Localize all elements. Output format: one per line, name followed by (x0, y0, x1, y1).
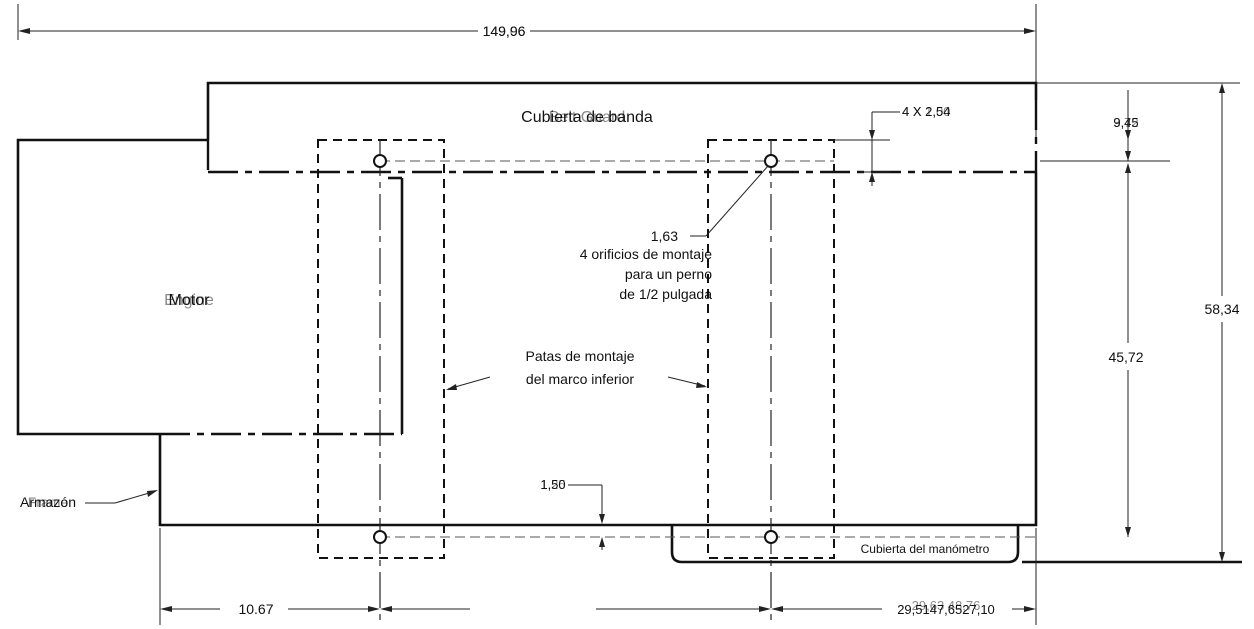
holes-dimension-label: 4 X 2,54 (902, 104, 950, 119)
bottom-dimensions (159, 528, 1037, 625)
belt-guard-ghost-label: Belt Guard (549, 109, 625, 126)
frame-ghost-label: Frame (28, 494, 69, 510)
bottom-offset-label: 1,50 (540, 477, 565, 492)
motor-label: Motor (169, 292, 211, 309)
mounting-hole-bottom-left (373, 530, 387, 544)
inner-height-label: 45,72 (1108, 349, 1143, 365)
holes-dimension-ghost-label: 4 X 1,00 (902, 104, 950, 119)
hole-note-line2: para un perno (625, 266, 712, 282)
mounting-hole-top-right (764, 154, 778, 168)
legs-note-leaders (446, 376, 707, 390)
mounting-hole-top-left (373, 154, 387, 168)
legs-note-line2: del marco inferior (526, 371, 634, 387)
overall-height-dimension (1022, 83, 1242, 564)
bottom-right-dims-label: 29,5147,6527,10 (897, 602, 995, 617)
overall-width-ghost-label: 149,06 (483, 23, 526, 39)
hole-note-line1: 4 orificios de montaje (580, 246, 713, 262)
frame-outline (158, 172, 1038, 527)
inner-height-dimension (1125, 163, 1131, 537)
frame-label: Armazón (20, 494, 76, 510)
hole-diameter-label: 1,63 (651, 228, 678, 244)
left-offset-label: 10.67 (238, 601, 273, 617)
holes-dimension-callout (830, 111, 900, 186)
overall-height-label: 58,34 (1204, 301, 1239, 317)
gauge-cover-label: Cubierta del manómetro (861, 542, 990, 556)
bottom-offset-ghost-label: 1,25 (540, 477, 565, 492)
legs-note-line1: Patas de montaje (526, 348, 635, 364)
mounting-leg-left (317, 139, 445, 559)
bottom-offset-dimension (568, 484, 605, 550)
bottom-right-dims-ghost-label: 29,63 48,76 (912, 598, 981, 613)
top-offset-label: 9,45 (1113, 115, 1138, 130)
belt-guard-label: Cubierta de banda (521, 109, 653, 126)
top-offset-ghost-label: 3,72 (1113, 115, 1138, 130)
frame-leader (85, 490, 158, 504)
overall-width-label: 149,96 (483, 23, 526, 39)
gauge-cover-outline (670, 525, 1020, 564)
motor-ghost-label: Engine (164, 292, 214, 309)
mounting-hole-bottom-right (764, 530, 778, 544)
hole-note-line3: de 1/2 pulgada (619, 286, 712, 302)
hole-note-leader (690, 165, 769, 237)
top-offset-dimension (1036, 82, 1240, 162)
centerlines (379, 140, 772, 625)
belt-guard-outline (206, 81, 1038, 174)
overall-width-dimension: 149,06 149,96 (17, 4, 1037, 140)
motor-outline (16, 138, 404, 436)
